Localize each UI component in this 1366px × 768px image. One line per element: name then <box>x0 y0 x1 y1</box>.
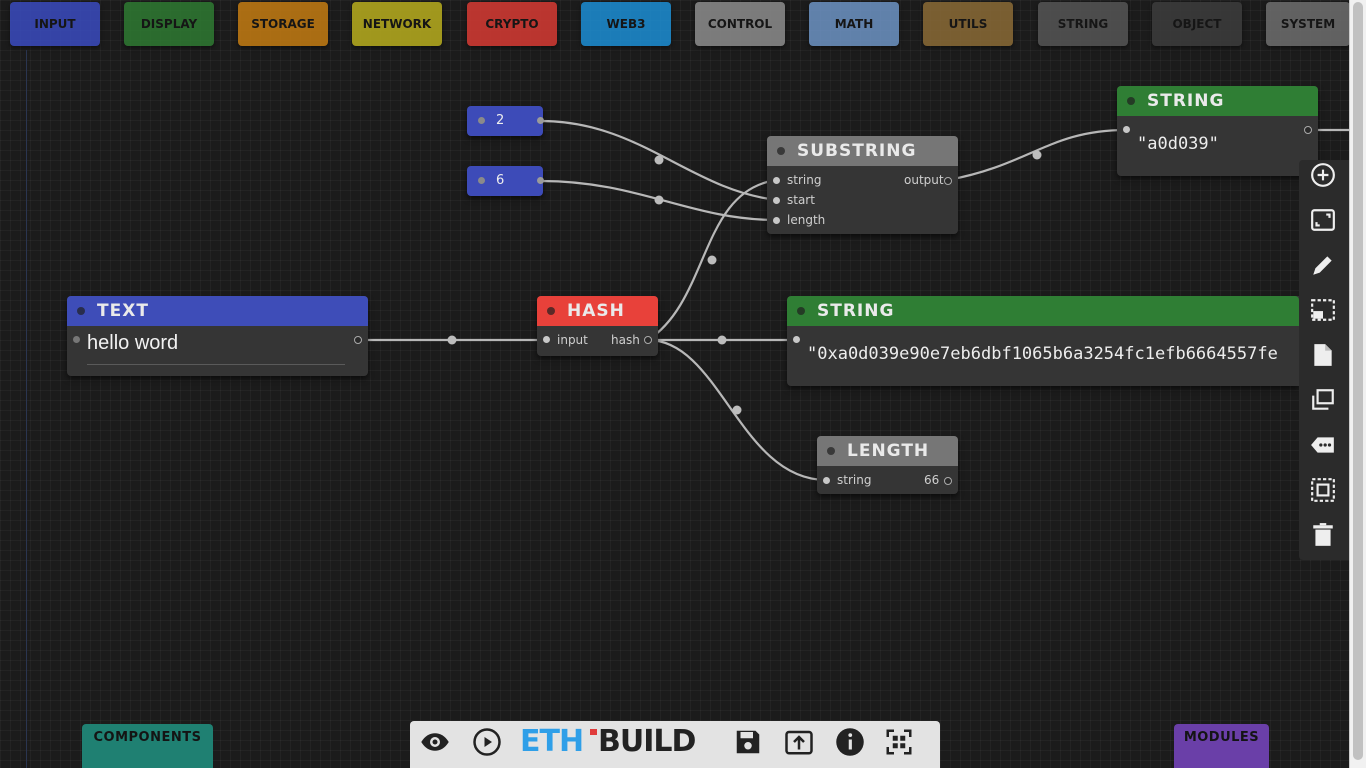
substring-string-slot[interactable] <box>773 177 780 184</box>
wire-knot <box>447 335 457 345</box>
node-text-output-slot[interactable] <box>354 336 362 344</box>
wire-hash-substring <box>647 178 778 341</box>
collapse-dot[interactable] <box>547 307 555 315</box>
text-value-input[interactable]: hello word <box>87 332 345 365</box>
selection-icon[interactable] <box>1310 297 1336 323</box>
tab-network[interactable]: NETWORK <box>352 2 442 46</box>
tab-string[interactable]: STRING <box>1038 2 1128 46</box>
copy-stack-icon[interactable] <box>1310 387 1336 413</box>
canvas-edge <box>26 50 27 768</box>
node-hash-title[interactable]: HASH <box>537 296 658 326</box>
number-value[interactable]: 2 <box>496 113 505 128</box>
tab-crypto[interactable]: CRYPTO <box>467 2 557 46</box>
tab-object[interactable]: OBJECT <box>1152 2 1242 46</box>
tab-math[interactable]: MATH <box>809 2 899 46</box>
wire-knot <box>732 405 742 415</box>
node-string-hash-result[interactable]: STRING "0xa0d039e90e7eb6dbf1065b6a3254fc… <box>787 296 1299 386</box>
wire-substring-string <box>947 128 1127 182</box>
eye-icon[interactable] <box>420 727 450 757</box>
wire-num2-start <box>540 119 778 202</box>
string-value-display: "0xa0d039e90e7eb6dbf1065b6a3254fc1efb666… <box>807 344 1278 364</box>
wire-knot <box>654 195 664 205</box>
logo-build: BUILD <box>598 724 696 759</box>
bottom-toolbar: ETH BUILD <box>410 721 940 768</box>
select-all-icon[interactable] <box>1310 477 1336 503</box>
vertical-scrollbar[interactable] <box>1349 0 1366 768</box>
node-length[interactable]: LENGTH string 66 <box>817 436 958 494</box>
node-text-title[interactable]: TEXT <box>67 296 368 326</box>
components-button[interactable]: COMPONENTS <box>82 724 213 768</box>
save-icon[interactable] <box>733 727 763 757</box>
fit-screen-icon[interactable] <box>1310 207 1336 233</box>
node-text[interactable]: TEXT hello word <box>67 296 368 376</box>
edit-pencil-icon[interactable] <box>1310 252 1336 278</box>
tab-control[interactable]: CONTROL <box>695 2 785 46</box>
wire-num6-length <box>540 179 778 222</box>
number-output-slot[interactable] <box>537 177 544 184</box>
node-substring[interactable]: SUBSTRING string start length output <box>767 136 958 234</box>
number-output-slot[interactable] <box>537 117 544 124</box>
number-input-slot[interactable] <box>478 117 485 124</box>
number-input-slot[interactable] <box>478 177 485 184</box>
node-number-2[interactable]: 2 <box>467 106 544 136</box>
tab-input[interactable]: INPUT <box>10 2 100 46</box>
hash-output-slot[interactable] <box>644 336 652 344</box>
collapse-dot[interactable] <box>77 307 85 315</box>
collapse-dot[interactable] <box>1127 97 1135 105</box>
collapse-dot[interactable] <box>777 147 785 155</box>
node-substring-title[interactable]: SUBSTRING <box>767 136 958 166</box>
length-value: 66 <box>924 473 940 487</box>
node-string-title[interactable]: STRING <box>1117 86 1318 116</box>
hash-input-slot[interactable] <box>543 336 550 343</box>
collapse-dot[interactable] <box>797 307 805 315</box>
string-output-slot[interactable] <box>1304 126 1312 134</box>
length-output-slot[interactable] <box>944 477 952 485</box>
string-value-display: "a0d039" <box>1137 134 1219 154</box>
collapse-dot[interactable] <box>827 447 835 455</box>
tab-display[interactable]: DISPLAY <box>124 2 214 46</box>
substring-length-slot[interactable] <box>773 217 780 224</box>
node-length-title[interactable]: LENGTH <box>817 436 958 466</box>
string-input-slot[interactable] <box>1123 126 1130 133</box>
wire-knot <box>717 335 727 345</box>
trash-icon[interactable] <box>1310 522 1336 548</box>
scrollbar-thumb[interactable] <box>1353 2 1363 760</box>
node-number-6[interactable]: 6 <box>467 166 544 196</box>
wire-knot <box>707 255 717 265</box>
tab-storage[interactable]: STORAGE <box>238 2 328 46</box>
modules-button[interactable]: MODULES <box>1174 724 1269 768</box>
node-text-input-slot[interactable] <box>73 336 80 343</box>
node-hash[interactable]: HASH input hash <box>537 296 658 356</box>
wire-knot <box>654 155 664 165</box>
length-input-slot[interactable] <box>823 477 830 484</box>
substring-start-slot[interactable] <box>773 197 780 204</box>
node-string-substring-result[interactable]: STRING "a0d039" <box>1117 86 1318 176</box>
tab-web3[interactable]: WEB3 <box>581 2 671 46</box>
logo-eth: ETH <box>520 724 584 759</box>
tab-system[interactable]: SYSTEM <box>1266 2 1350 46</box>
qr-code-icon[interactable] <box>884 727 914 757</box>
document-icon[interactable] <box>1310 342 1336 368</box>
upload-icon[interactable] <box>784 727 814 757</box>
wire-knot <box>1032 150 1042 160</box>
add-circle-icon[interactable] <box>1310 162 1336 188</box>
right-toolbar <box>1299 160 1349 560</box>
play-icon[interactable] <box>472 727 502 757</box>
more-label-icon[interactable] <box>1310 432 1336 458</box>
number-value[interactable]: 6 <box>496 173 505 188</box>
node-string-title[interactable]: STRING <box>787 296 1299 326</box>
string-input-slot[interactable] <box>793 336 800 343</box>
logo-flag <box>590 729 597 735</box>
info-icon[interactable] <box>835 727 865 757</box>
tab-utils[interactable]: UTILS <box>923 2 1013 46</box>
substring-output-slot[interactable] <box>944 177 952 185</box>
